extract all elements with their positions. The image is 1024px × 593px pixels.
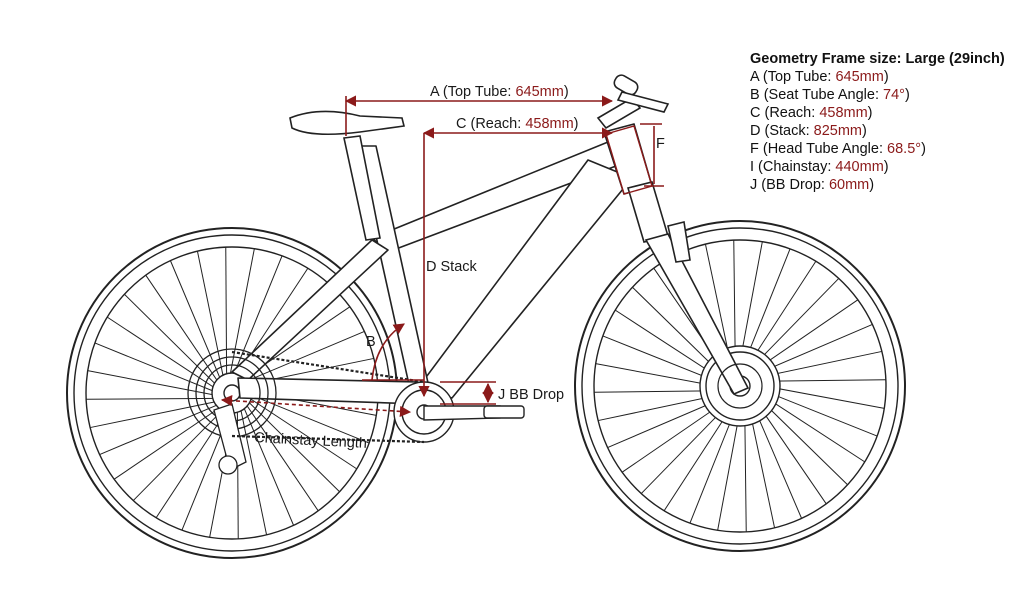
spec-row-seat-tube-angle: B (Seat Tube Angle: 74°)	[750, 87, 910, 103]
label-reach: C (Reach: 458mm)	[456, 116, 579, 132]
spec-row-stack: D (Stack: 825mm)	[750, 123, 867, 139]
saddle	[289, 110, 405, 241]
label-chainstay: Chainstay Length	[254, 430, 368, 452]
label-head-tube: F	[656, 136, 665, 152]
spoke	[132, 405, 227, 501]
fork	[626, 181, 750, 396]
spec-row-top-tube: A (Top Tube: 645mm)	[750, 69, 889, 85]
chain	[231, 350, 425, 444]
spec-title: Geometry Frame size: Large (29inch)	[750, 51, 1005, 67]
spec-row-head-tube-angle: F (Head Tube Angle: 68.5°)	[750, 141, 926, 157]
dimension-lines	[220, 95, 664, 417]
spec-list: Geometry Frame size: Large (29inch) A (T…	[750, 51, 1005, 193]
spoke	[225, 247, 228, 381]
label-bb-drop: J BB Drop	[498, 387, 564, 403]
spoke	[86, 397, 220, 400]
label-top-tube: A (Top Tube: 645mm)	[430, 84, 569, 100]
label-seat-tube-angle: B	[366, 334, 376, 350]
spec-row-chainstay: I (Chainstay: 440mm)	[750, 159, 889, 175]
spoke	[106, 316, 219, 391]
spoke	[87, 370, 219, 397]
handlebar	[596, 74, 670, 130]
cassette	[187, 348, 277, 475]
spoke	[124, 293, 220, 388]
crankset	[393, 381, 525, 443]
label-stack: D Stack	[426, 259, 478, 275]
brake-rotor	[717, 363, 763, 409]
spec-row-bb-drop: J (BB Drop: 60mm)	[750, 177, 874, 193]
spec-row-reach: C (Reach: 458mm)	[750, 105, 873, 121]
